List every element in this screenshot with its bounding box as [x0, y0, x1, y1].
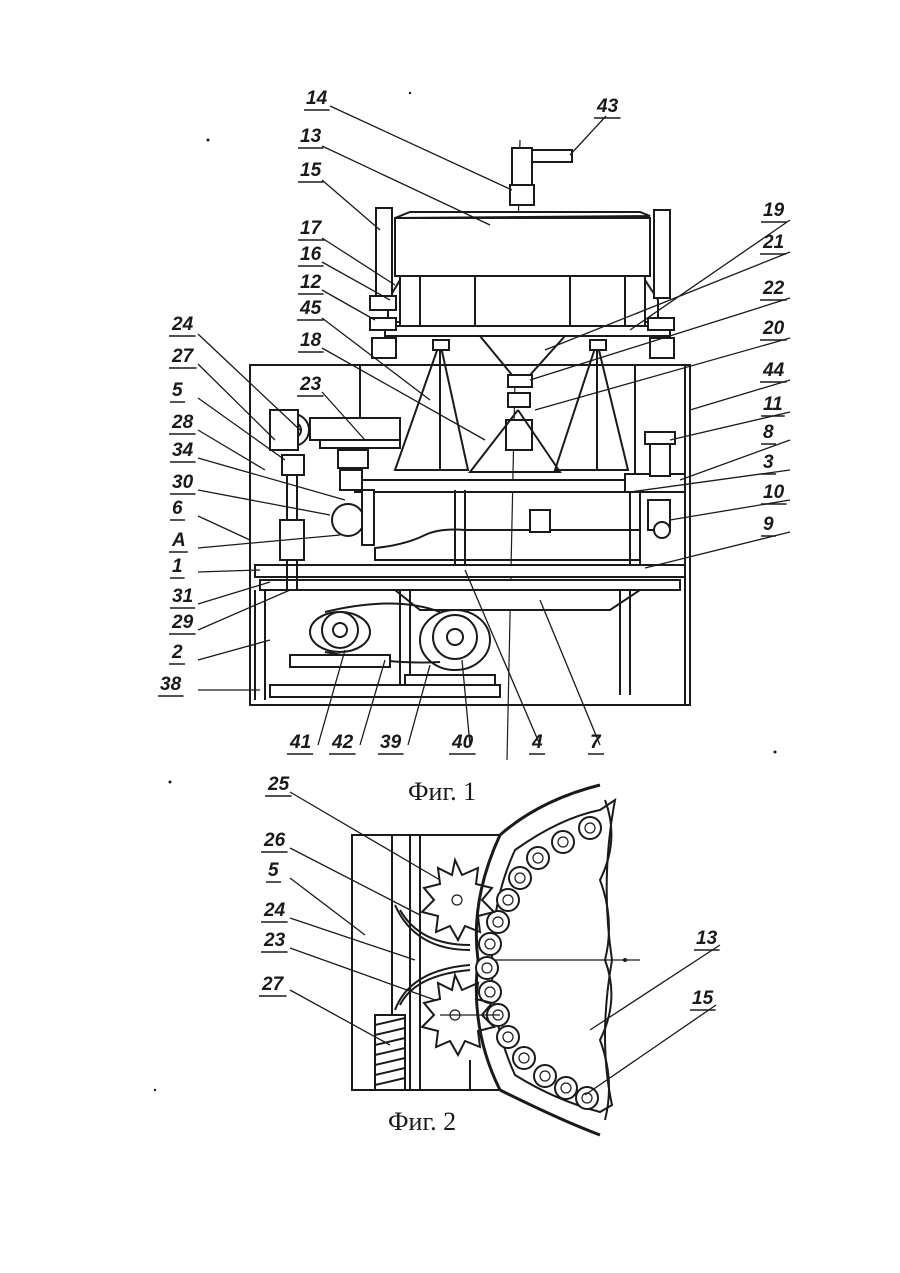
callout-label: 1: [172, 556, 183, 577]
figure-2-drawing: [352, 785, 640, 1135]
callout-label: 24: [171, 314, 194, 335]
callout-label: 34: [172, 440, 194, 461]
callout-label: 8: [763, 422, 774, 443]
callout-label: A: [171, 530, 186, 551]
callout-label: 27: [171, 346, 195, 367]
callout-label: 38: [160, 674, 182, 695]
callout-label: 16: [300, 244, 322, 265]
callout-label: 4: [531, 732, 543, 753]
callout-label: 10: [763, 482, 785, 503]
callout-label: 12: [300, 272, 322, 293]
callout-label: 17: [300, 218, 323, 239]
callout-label: 13: [300, 126, 322, 147]
callout-label: 25: [267, 774, 290, 795]
callout-label: 39: [380, 732, 402, 753]
callout-label: 31: [172, 586, 193, 607]
callout-label: 14: [306, 88, 328, 109]
callout-label: 15: [300, 160, 322, 181]
callout-label: 28: [171, 412, 194, 433]
callout-label: 23: [263, 930, 286, 951]
callout-label: 23: [299, 374, 322, 395]
upper-star-wheel: [422, 860, 494, 940]
callout-label: 45: [299, 298, 322, 319]
callout-label: 7: [590, 732, 602, 753]
callout-label: 6: [172, 498, 183, 519]
callout-label: 18: [300, 330, 322, 351]
callout-label: 11: [763, 394, 783, 415]
callout-label: 40: [451, 732, 474, 753]
callout-label: 19: [763, 200, 785, 221]
callout-label: 5: [268, 860, 279, 881]
callout-label: 24: [263, 900, 286, 921]
figure-1-caption: Фиг. 1: [408, 777, 476, 806]
callout-label: 22: [762, 278, 785, 299]
callout-label: 2: [171, 642, 183, 663]
callout-label: 43: [596, 96, 619, 117]
callout-label: 26: [263, 830, 286, 851]
callout-label: 42: [331, 732, 354, 753]
callout-label: 30: [172, 472, 194, 493]
callout-label: 29: [171, 612, 194, 633]
callout-label: 15: [692, 988, 714, 1009]
callout-label: 21: [762, 232, 784, 253]
callout-label: 20: [762, 318, 785, 339]
worm-screw: [375, 1015, 405, 1090]
callout-label: 5: [172, 380, 183, 401]
callout-label: 41: [289, 732, 311, 753]
callout-label: 13: [696, 928, 718, 949]
figure-1-callouts: 14 43 13 15 19 17 21 16 12 22 45 20 24 1…: [158, 88, 787, 806]
callout-label: 27: [261, 974, 285, 995]
pocket-ring: [476, 817, 601, 1109]
figure-2-caption: Фиг. 2: [388, 1107, 456, 1136]
callout-label: 9: [763, 514, 774, 535]
callout-label: 44: [762, 360, 785, 381]
callout-label: 3: [763, 452, 774, 473]
